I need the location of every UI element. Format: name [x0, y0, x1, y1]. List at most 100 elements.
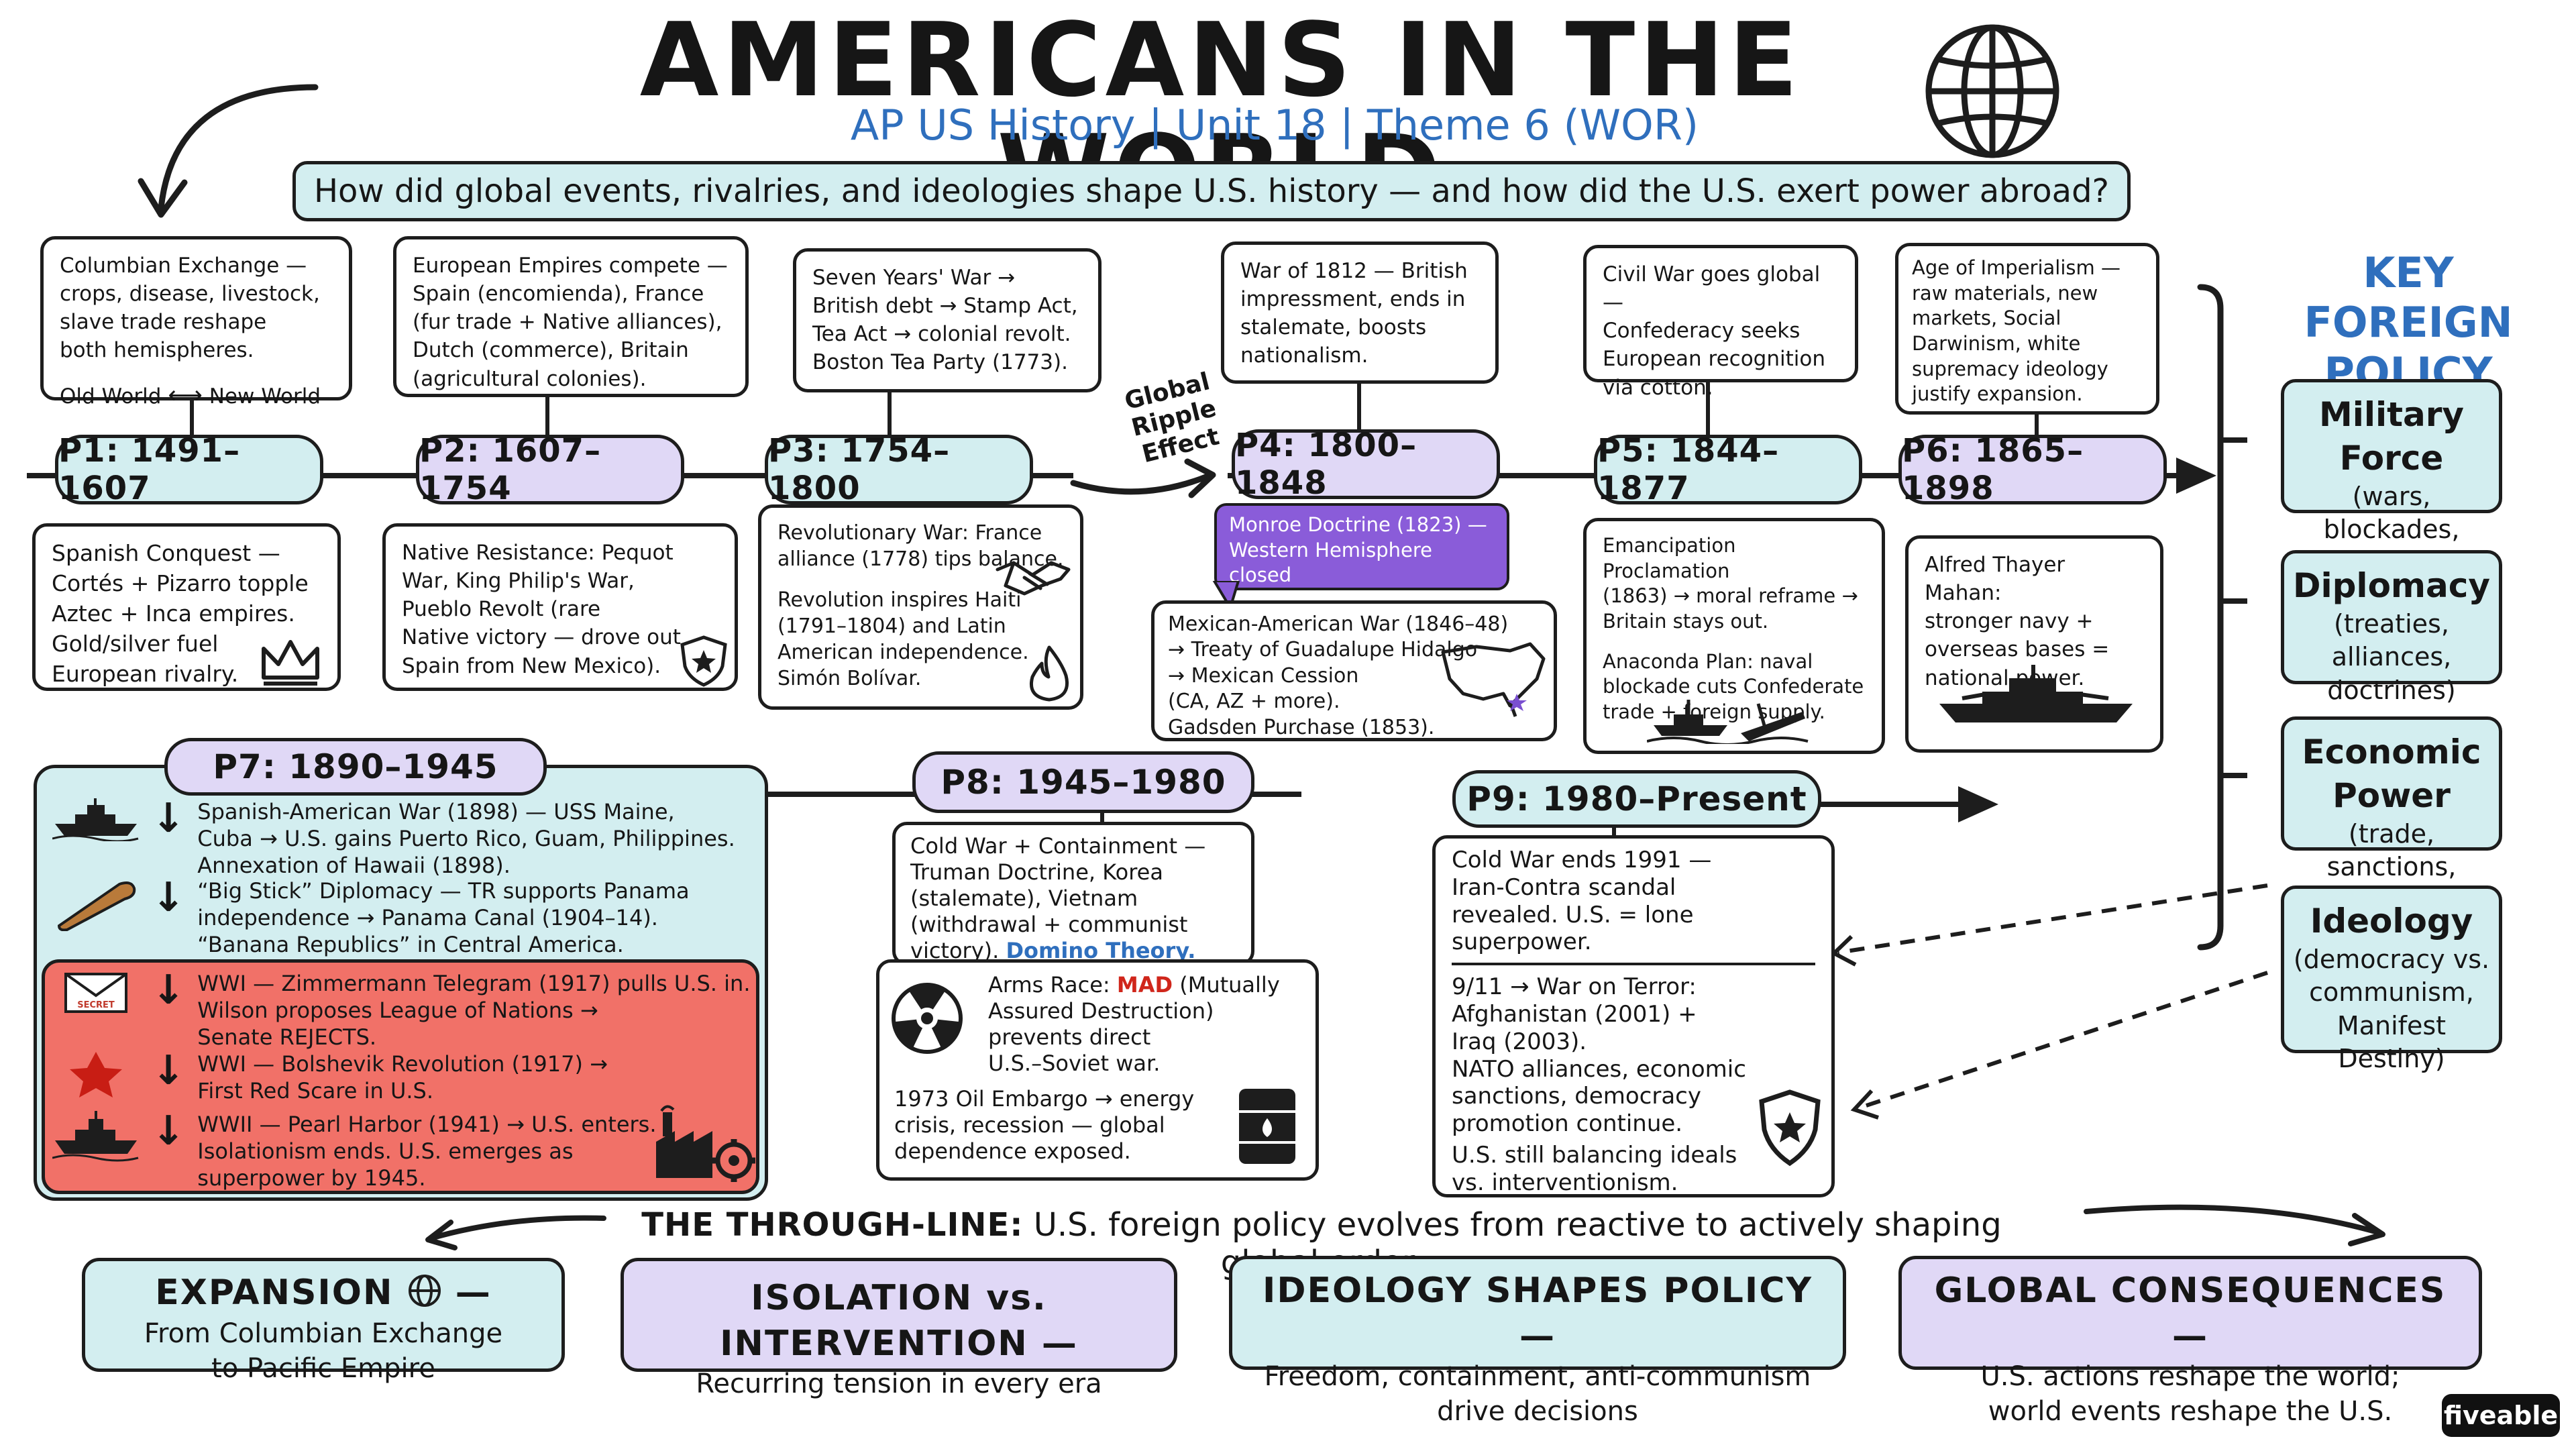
text-line: justify expansion.	[1912, 382, 2083, 406]
p9-card: Cold War ends 1991 — Iran-Contra scandal…	[1432, 835, 1835, 1197]
text-line: Alfred Thayer Mahan:	[1925, 553, 2065, 606]
text-line: Iraq (2003).	[1452, 1028, 1587, 1055]
red-star-icon	[70, 1052, 122, 1097]
down-arrow-icon: ↓	[152, 1108, 186, 1155]
handshake-icon	[996, 561, 1071, 596]
text-line: impressment, ends in	[1240, 287, 1466, 312]
theme-expansion[interactable]: EXPANSION — From Columbian Exchange to P…	[82, 1258, 565, 1384]
theme-global-consequences[interactable]: GLOBAL CONSEQUENCES — U.S. actions resha…	[1898, 1256, 2482, 1427]
text-line: Senate REJECTS.	[197, 1024, 377, 1050]
p7-world-wars-panel	[42, 959, 759, 1194]
text-line: vs. interventionism.	[1452, 1169, 1678, 1196]
brand-logo: fiveable	[2442, 1394, 2560, 1437]
text-line: Spanish-American War (1898) — USS Maine,	[197, 799, 675, 824]
tool-economic-power[interactable]: Economic Power (trade, sanctions, invest…	[2281, 716, 2502, 915]
text-line: European Empires compete —	[413, 254, 728, 278]
text-line: Cuba → U.S. gains Puerto Rico, Guam, Phi…	[197, 826, 735, 851]
p7-item: ↓ Spanish-American War (1898) — USS Main…	[52, 798, 735, 879]
period-pill-p7[interactable]: P7: 1890–1945	[164, 738, 547, 796]
period-pill-p4[interactable]: P4: 1800–1848	[1232, 427, 1500, 502]
theme-title: IDEOLOGY SHAPES POLICY —	[1246, 1269, 1829, 1359]
double-arrow-icon: ⟷	[168, 381, 203, 409]
text-line: independence → Panama Canal (1904–14).	[197, 905, 658, 930]
period-pill-p5[interactable]: P5: 1844–1877	[1594, 432, 1862, 507]
text-line: Mexican-American War (1846–48)	[1168, 612, 1509, 636]
exchange-line: Old World ⟷ New World	[60, 380, 333, 413]
crown-icon	[262, 640, 319, 686]
text-line: —	[441, 1273, 492, 1313]
text-line: → Mexican Cession	[1168, 663, 1359, 688]
tool-ideology[interactable]: Ideology (democracy vs. communism, Manif…	[2281, 885, 2502, 1073]
text-line: —	[2172, 1316, 2208, 1356]
period-pill-p2[interactable]: P2: 1607–1754	[416, 432, 684, 507]
period-pill-p8[interactable]: P8: 1945–1980	[912, 751, 1254, 813]
text-line: WWI — Bolshevik Revolution (1917) →	[197, 1051, 608, 1077]
text-line: Monroe Doctrine (1823) —	[1229, 513, 1487, 536]
essential-question: How did global events, rivalries, and id…	[292, 161, 2131, 221]
period-pill-p1[interactable]: P1: 1491–1607	[55, 432, 323, 507]
connector	[888, 392, 892, 438]
period-pill-p9[interactable]: P9: 1980–Present	[1452, 770, 1821, 828]
text-line: both hemispheres.	[60, 338, 254, 363]
down-arrow-icon: ↓	[152, 874, 186, 921]
text-line: NATO alliances, economic	[1452, 1055, 1746, 1083]
tool-diplomacy[interactable]: Diplomacy (treaties, alliances, doctrine…	[2281, 550, 2502, 705]
text-line: 9/11 → War on Terror:	[1452, 973, 1697, 1001]
question-text: How did global events, rivalries, and id…	[313, 172, 2110, 210]
text-line: to Pacific Empire	[211, 1352, 435, 1384]
stamp-text: SECRET	[77, 1000, 115, 1010]
down-arrow-icon: ↓	[152, 967, 186, 1014]
tool-military-force[interactable]: Military Force (wars, blockades, invasio…	[2281, 379, 2502, 578]
text-line: Britain stays out.	[1603, 610, 1769, 633]
us-map-icon	[1441, 642, 1546, 717]
tool-desc: (treaties, alliances, doctrines)	[2327, 609, 2456, 705]
tool-name: Military Force	[2318, 395, 2465, 478]
connector	[1357, 382, 1361, 436]
text-line: “Big Stick” Diplomacy — TR supports Pana…	[197, 878, 690, 904]
down-arrow-icon: ↓	[152, 795, 186, 842]
theme-ideology-policy[interactable]: IDEOLOGY SHAPES POLICY — Freedom, contai…	[1229, 1256, 1846, 1427]
text-line: Afghanistan (2001) +	[1452, 1000, 1697, 1028]
text-line: stalemate, boosts	[1240, 315, 1427, 340]
text-line: British debt → Stamp Act,	[812, 294, 1078, 319]
tool-name: Ideology	[2310, 902, 2473, 941]
arrowhead-icon	[1958, 786, 1998, 822]
text-line: Spanish Conquest —	[52, 540, 280, 566]
text-line: IDEOLOGY SHAPES POLICY	[1262, 1271, 1813, 1311]
p7-item: ↓ “Big Stick” Diplomacy — TR supports Pa…	[52, 877, 690, 958]
text-line: Confederacy seeks	[1603, 319, 1801, 343]
text-line: world events reshape the U.S.	[1988, 1396, 2393, 1428]
text-line: (stalemate), Vietnam	[910, 885, 1138, 912]
text-line: Seven Years' War →	[812, 266, 1016, 290]
p4-bottom-card: Mexican-American War (1846–48) → Treaty …	[1151, 600, 1557, 741]
p5-top-card: Civil War goes global — Confederacy seek…	[1583, 245, 1858, 400]
text-line: Aztec + Inca empires.	[52, 600, 295, 627]
battleship-icon	[1939, 665, 2133, 722]
p5-bottom-card: Emancipation Proclamation (1863) → moral…	[1583, 518, 1885, 754]
p7-text: Spanish-American War (1898) — USS Maine,…	[197, 798, 735, 879]
shield-star-icon	[1759, 1089, 1821, 1167]
text-line: Columbian Exchange —	[60, 254, 307, 278]
period-pill-p6[interactable]: P6: 1865–1898	[1898, 432, 2167, 507]
p2-top-card: European Empires compete — Spain (encomi…	[393, 236, 749, 397]
period-pill-p3[interactable]: P3: 1754–1800	[765, 432, 1033, 507]
text-line: alliance (1778) tips balance.	[777, 547, 1064, 571]
text-line: EXPANSION	[155, 1273, 394, 1313]
text-line: “Banana Republics” in Central America.	[197, 932, 624, 957]
text-line: Tea Act → colonial revolt.	[812, 322, 1071, 347]
through-line-text: U.S. foreign policy evolves from reactiv…	[1033, 1206, 2002, 1281]
text-line: War, King Philip's War,	[402, 569, 635, 594]
text-line: European rivalry.	[52, 660, 239, 687]
text-line: Cortés + Pizarro topple	[52, 570, 309, 596]
through-line-label: THE THROUGH-LINE:	[641, 1206, 1024, 1244]
theme-isolation-intervention[interactable]: ISOLATION vs. INTERVENTION — Recurring t…	[621, 1258, 1177, 1399]
tool-name: Diplomacy	[2293, 566, 2490, 605]
text-line: Dutch (commerce), Britain	[413, 338, 689, 363]
text-line: (agricultural colonies).	[413, 366, 647, 391]
text-line: Age of Imperialism —	[1912, 256, 2121, 279]
arrowhead-icon	[2176, 458, 2216, 494]
text-line: → Treaty of Guadalupe Hidalgo	[1168, 638, 1478, 662]
p8-top-card: Cold War + Containment — Truman Doctrine…	[892, 822, 1254, 966]
text-line: ISOLATION vs. INTERVENTION	[720, 1278, 1047, 1364]
text-line: blockade cuts Confederate	[1603, 675, 1864, 698]
